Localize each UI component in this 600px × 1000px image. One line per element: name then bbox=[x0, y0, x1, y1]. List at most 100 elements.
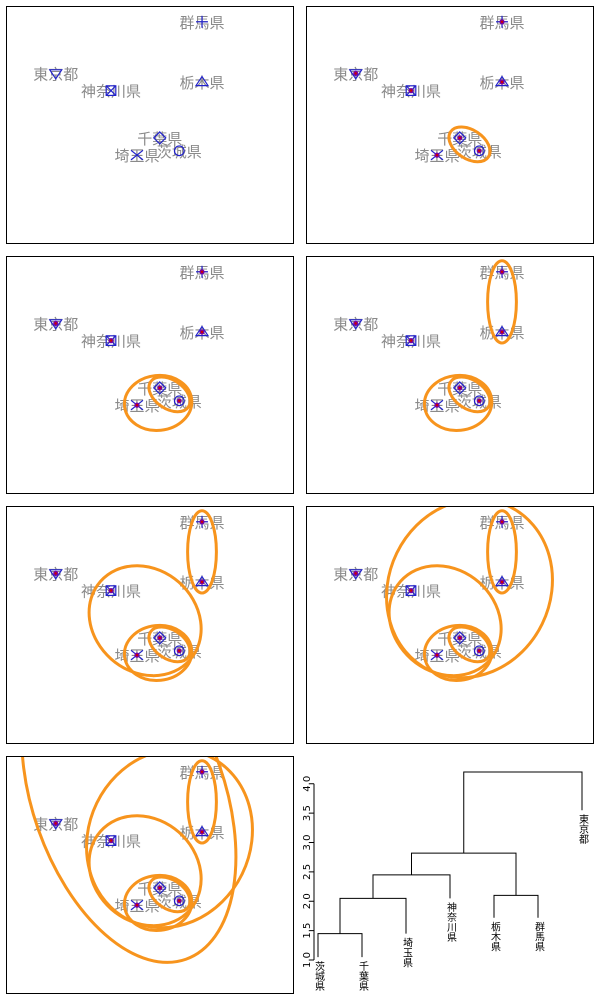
point-dot-tokyo bbox=[53, 570, 59, 576]
point-label-saitama: 埼玉県 bbox=[114, 147, 159, 165]
point-label-tokyo: 東京都 bbox=[33, 65, 78, 83]
cluster-ellipse-5 bbox=[20, 757, 238, 964]
point-label-ibaraki: 茨城県 bbox=[157, 143, 202, 161]
cluster-ellipse-2 bbox=[486, 259, 518, 345]
point-dot-tokyo bbox=[353, 320, 359, 326]
point-dot-tochigi bbox=[199, 579, 205, 585]
marker-kanagawa bbox=[105, 85, 117, 97]
marker-tokyo bbox=[48, 319, 63, 330]
point-label-kanagawa: 神奈川県 bbox=[81, 83, 141, 101]
point-dot-tokyo bbox=[353, 570, 359, 576]
dendrogram-tick-3: 2.5 bbox=[302, 864, 313, 880]
marker-tochigi bbox=[494, 575, 510, 587]
cluster-ellipse-2 bbox=[486, 509, 518, 595]
dendrogram-link-4 bbox=[411, 852, 517, 896]
cluster-ellipse-1 bbox=[422, 623, 494, 682]
dendrogram-link-5 bbox=[463, 771, 583, 854]
point-dot-tochigi bbox=[499, 579, 505, 585]
point-dot-chiba bbox=[157, 885, 163, 891]
dendrogram-tick-2: 2.0 bbox=[302, 893, 313, 909]
marker-tochigi bbox=[494, 325, 510, 337]
point-dot-tochigi bbox=[499, 79, 505, 85]
point-dot-kanagawa bbox=[408, 88, 414, 94]
marker-tokyo bbox=[348, 69, 363, 80]
point-dot-saitama bbox=[134, 402, 140, 408]
point-dot-tokyo bbox=[53, 820, 59, 826]
marker-tochigi bbox=[194, 825, 210, 837]
marker-ibaraki bbox=[473, 645, 485, 657]
cluster-ellipse-0 bbox=[147, 375, 192, 414]
marker-chiba bbox=[452, 631, 467, 645]
dendrogram-tick-4: 3.0 bbox=[302, 835, 313, 851]
cluster-ellipse-1 bbox=[422, 373, 494, 432]
dendrogram-link-3 bbox=[493, 894, 539, 918]
marker-tochigi bbox=[194, 325, 210, 337]
point-dot-gunma bbox=[199, 769, 205, 775]
dendrogram-tick-0: 1.0 bbox=[302, 952, 313, 968]
point-label-chiba: 千葉県 bbox=[137, 130, 182, 148]
point-dot-chiba bbox=[157, 385, 163, 391]
marker-chiba bbox=[452, 131, 467, 145]
cluster-ellipse-4 bbox=[85, 757, 254, 930]
point-dot-kanagawa bbox=[108, 338, 114, 344]
point-dot-ibaraki bbox=[476, 398, 482, 404]
marker-tokyo bbox=[48, 819, 63, 830]
marker-ibaraki bbox=[473, 395, 485, 407]
dendrogram-leaf-4: 栃木県 bbox=[489, 921, 501, 953]
marker-chiba bbox=[152, 631, 167, 645]
cluster-ellipse-0 bbox=[147, 875, 192, 914]
marker-chiba bbox=[452, 381, 467, 395]
point-dot-gunma bbox=[499, 519, 505, 525]
cluster-ellipse-1 bbox=[122, 873, 194, 932]
marker-ibaraki bbox=[173, 895, 185, 907]
point-dot-gunma bbox=[499, 19, 505, 25]
dendrogram-leaf-5: 群馬県 bbox=[533, 921, 545, 953]
point-dot-tokyo bbox=[53, 320, 59, 326]
marker-gunma bbox=[196, 15, 208, 28]
marker-saitama bbox=[130, 149, 144, 161]
point-dot-gunma bbox=[499, 269, 505, 275]
point-dot-ibaraki bbox=[176, 898, 182, 904]
cluster-ellipse-1 bbox=[122, 623, 194, 682]
point-dot-chiba bbox=[457, 385, 463, 391]
cluster-ellipse-0 bbox=[447, 375, 492, 414]
cluster-ellipse-2 bbox=[186, 759, 218, 845]
dendrogram-leaf-0: 茨城県 bbox=[313, 960, 325, 992]
marker-tokyo bbox=[48, 69, 63, 80]
cluster-ellipse-1 bbox=[122, 373, 194, 432]
cluster-ellipse-2 bbox=[186, 509, 218, 595]
marker-chiba bbox=[152, 881, 167, 895]
cluster-ellipse-0 bbox=[447, 125, 492, 164]
marker-tochigi bbox=[494, 75, 510, 87]
point-dot-ibaraki bbox=[476, 648, 482, 654]
marker-ibaraki bbox=[173, 395, 185, 407]
cluster-ellipse-4 bbox=[385, 507, 554, 680]
dendrogram-leaf-1: 千葉県 bbox=[357, 961, 369, 992]
point-dot-kanagawa bbox=[408, 588, 414, 594]
point-dot-saitama bbox=[434, 402, 440, 408]
dendrogram-leaf-6: 東京都 bbox=[577, 813, 589, 845]
cluster-ellipse-0 bbox=[447, 625, 492, 664]
point-dot-saitama bbox=[134, 652, 140, 658]
point-dot-saitama bbox=[434, 652, 440, 658]
marker-tokyo bbox=[348, 569, 363, 580]
point-dot-gunma bbox=[199, 269, 205, 275]
point-dot-tochigi bbox=[499, 329, 505, 335]
dendrogram-tick-1: 1.5 bbox=[302, 923, 313, 939]
point-dot-chiba bbox=[157, 635, 163, 641]
dendrogram-links bbox=[317, 771, 583, 958]
point-dot-tochigi bbox=[199, 329, 205, 335]
cluster-panel-1: 群馬県東京都栃木県神奈川県千葉県茨城県埼玉県 bbox=[6, 6, 294, 244]
dendrogram-leaf-3: 神奈川県 bbox=[445, 901, 457, 943]
dendrogram-tick-5: 3.5 bbox=[302, 805, 313, 821]
dendrogram-link-0 bbox=[317, 933, 363, 958]
dendrogram: 1.01.52.02.53.03.54.0茨城県千葉県埼玉県神奈川県栃木県群馬県… bbox=[302, 771, 589, 992]
